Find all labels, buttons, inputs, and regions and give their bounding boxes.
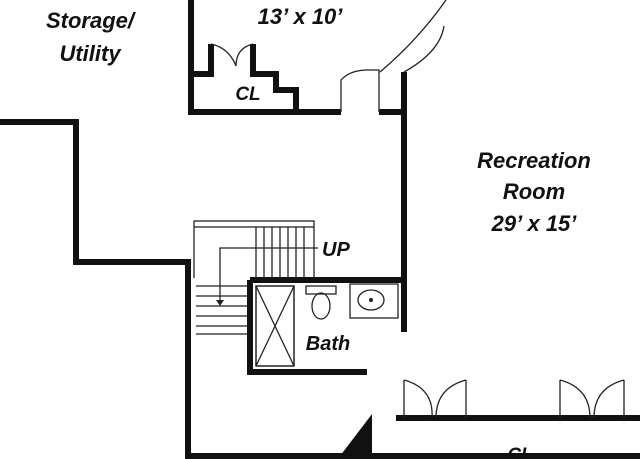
- doors: [210, 0, 625, 419]
- sink-icon: [357, 289, 385, 311]
- bath-label: Bath: [306, 333, 350, 355]
- top-room-dims: 13’ x 10’: [258, 4, 344, 29]
- sink-counter: [349, 283, 399, 319]
- wall-top-room-left: [188, 0, 341, 115]
- storage-label-line1: Storage/: [46, 8, 137, 33]
- bath-wall: [247, 277, 407, 375]
- recreation-label-line1: Recreation: [477, 148, 591, 173]
- stairs-label: UP: [322, 239, 350, 261]
- closet-top-label: CL: [235, 84, 260, 105]
- storage-label-line2: Utility: [59, 41, 122, 66]
- closet-top-walls: [193, 44, 299, 110]
- recreation-dims: 29’ x 15’: [491, 211, 578, 236]
- shower: [255, 285, 295, 367]
- closet-bottom-label: CL: [507, 445, 532, 459]
- lower-closet-wall: [188, 415, 640, 459]
- toilet-bowl-icon: [311, 292, 331, 320]
- stairs-arrow-icon: [216, 300, 224, 306]
- recreation-label-line2: Room: [503, 179, 565, 204]
- corner-wedge: [340, 414, 372, 456]
- stairs: [193, 220, 318, 335]
- bath-fixtures: [255, 283, 399, 367]
- toilet-tank: [305, 285, 337, 295]
- outer-wall-left: [0, 119, 191, 459]
- wall-top-room-right: [379, 109, 407, 278]
